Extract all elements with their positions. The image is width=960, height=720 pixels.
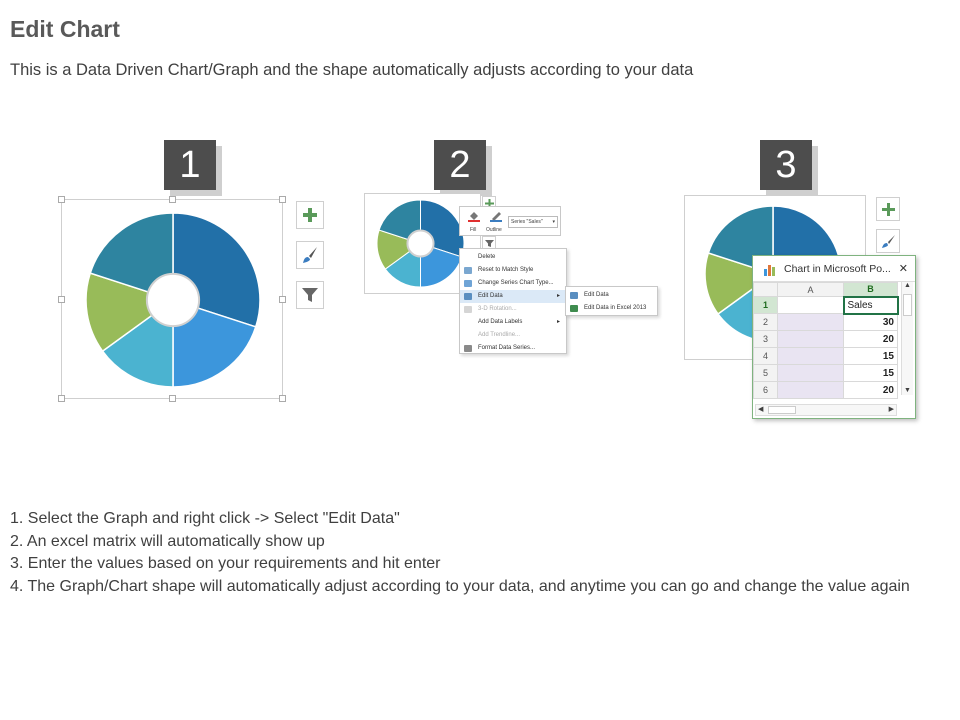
donut-hole [406, 229, 435, 258]
menu-item-edit-data[interactable]: Edit Data▸ [460, 290, 566, 303]
edit-data-icon [570, 292, 578, 299]
step-2-badge: 2 [434, 140, 486, 190]
cell-a[interactable] [777, 381, 844, 399]
row-header[interactable]: 4 [753, 347, 778, 365]
excel-data-window[interactable]: Chart in Microsoft Po... ✕ A B 1 Sales 2… [752, 255, 916, 419]
dropdown-arrow-icon: ▾ [552, 219, 555, 225]
chart-filters-button[interactable] [296, 281, 324, 309]
excel-grid[interactable]: A B 1 Sales 2 30 3 20 4 15 5 15 6 [753, 282, 899, 399]
cell-b[interactable]: 15 [843, 364, 898, 382]
submenu-item-edit-data-excel[interactable]: Edit Data in Excel 2013 [566, 302, 657, 315]
chart-elements-button[interactable] [296, 201, 324, 229]
chart-styles-button[interactable] [876, 229, 900, 253]
cell-a1[interactable] [777, 296, 844, 314]
scroll-down-icon[interactable]: ▼ [904, 387, 911, 394]
excel-icon [570, 305, 578, 312]
cell-b[interactable]: 20 [843, 381, 898, 399]
instruction-1: 1. Select the Graph and right click -> S… [10, 510, 400, 527]
cell-a[interactable] [777, 347, 844, 365]
select-all-corner[interactable] [753, 282, 778, 297]
scroll-left-icon[interactable]: ◀ [758, 406, 764, 413]
instruction-2: 2. An excel matrix will automatically sh… [10, 532, 325, 550]
plus-icon [881, 202, 895, 216]
menu-item-change-chart-type[interactable]: Change Series Chart Type... [460, 277, 566, 290]
row-header[interactable]: 3 [753, 330, 778, 348]
cell-b[interactable]: 15 [843, 347, 898, 365]
scroll-up-icon[interactable]: ▲ [904, 282, 911, 289]
submenu-arrow-icon: ▸ [556, 319, 560, 325]
column-header-b[interactable]: B [843, 282, 898, 297]
paintbrush-icon [303, 247, 317, 263]
resize-handle[interactable] [58, 296, 65, 303]
instructions-list: 1. Select the Graph and right click -> S… [10, 508, 945, 598]
format-series-icon [464, 345, 472, 352]
submenu-item-edit-data[interactable]: Edit Data [566, 289, 657, 302]
column-header-a[interactable]: A [777, 282, 844, 297]
reset-style-icon [464, 267, 472, 274]
vertical-scrollbar[interactable]: ▲ ▼ [901, 282, 913, 395]
instruction-3: 3. Enter the values based on your requir… [10, 555, 441, 572]
resize-handle[interactable] [169, 196, 176, 203]
resize-handle[interactable] [58, 196, 65, 203]
format-mini-toolbar: Fill Outline Series "Sales" ▾ [459, 206, 561, 236]
context-menu: Delete Reset to Match Style Change Serie… [459, 248, 567, 354]
row-header[interactable]: 5 [753, 364, 778, 382]
series-selector-label: Series "Sales" [511, 219, 543, 225]
cell-b[interactable]: 20 [843, 330, 898, 348]
instruction-4: 4. The Graph/Chart shape will automatica… [10, 577, 910, 595]
row-header[interactable]: 2 [753, 313, 778, 331]
menu-item-delete[interactable]: Delete [478, 254, 496, 260]
resize-handle[interactable] [279, 296, 286, 303]
menu-item-reset-style[interactable]: Reset to Match Style [460, 264, 566, 277]
step-1-donut-chart[interactable] [85, 212, 261, 388]
pie-slice[interactable] [704, 252, 775, 316]
plus-icon [484, 198, 494, 208]
series-selector[interactable]: Series "Sales" ▾ [508, 216, 558, 228]
row-header[interactable]: 6 [753, 381, 778, 399]
step-1-badge: 1 [164, 140, 216, 190]
scroll-right-icon[interactable]: ▶ [888, 406, 894, 413]
page-title: Edit Chart [10, 16, 120, 42]
step-2-donut-chart[interactable] [376, 199, 465, 288]
scroll-thumb[interactable] [903, 294, 912, 316]
paintbrush-icon [881, 234, 895, 248]
outline-label: Outline [486, 227, 502, 233]
scroll-thumb[interactable] [768, 406, 796, 414]
cell-b1[interactable]: Sales [842, 295, 899, 315]
menu-item-format-data-series[interactable]: Format Data Series... [460, 342, 566, 355]
resize-handle[interactable] [169, 395, 176, 402]
fill-bucket-icon[interactable] [468, 210, 480, 222]
resize-handle[interactable] [279, 196, 286, 203]
cell-a[interactable] [777, 330, 844, 348]
menu-item-add-trendline[interactable]: Add Trendline... [478, 332, 521, 338]
bar-chart-icon [764, 265, 775, 276]
row-header[interactable]: 1 [753, 296, 778, 314]
cell-a[interactable] [777, 313, 844, 331]
page-subtitle: This is a Data Driven Chart/Graph and th… [10, 61, 694, 79]
resize-handle[interactable] [58, 395, 65, 402]
cell-a[interactable] [777, 364, 844, 382]
edit-data-submenu: Edit Data Edit Data in Excel 2013 [565, 286, 658, 316]
resize-handle[interactable] [279, 395, 286, 402]
chart-elements-button[interactable] [876, 197, 900, 221]
horizontal-scrollbar[interactable]: ◀ ▶ [755, 404, 897, 416]
chart-styles-button[interactable] [296, 241, 324, 269]
rotation-icon [464, 306, 472, 313]
close-icon[interactable]: ✕ [898, 263, 908, 275]
submenu-arrow-icon: ▸ [556, 293, 560, 299]
donut-hole [145, 272, 201, 328]
chart-type-icon [464, 280, 472, 287]
menu-item-add-data-labels[interactable]: Add Data Labels▸ [460, 316, 566, 329]
fill-label: Fill [470, 227, 477, 233]
menu-item-3d-rotation[interactable]: 3-D Rotation... [460, 303, 566, 316]
edit-data-icon [464, 293, 472, 300]
plus-icon [303, 208, 317, 222]
outline-pen-icon[interactable] [490, 210, 502, 222]
excel-window-title: Chart in Microsoft Po... [784, 263, 891, 275]
funnel-icon [302, 288, 318, 302]
excel-title-bar[interactable]: Chart in Microsoft Po... ✕ [753, 256, 915, 282]
step-3-badge: 3 [760, 140, 812, 190]
funnel-icon [484, 239, 494, 247]
cell-b[interactable]: 30 [843, 313, 898, 331]
